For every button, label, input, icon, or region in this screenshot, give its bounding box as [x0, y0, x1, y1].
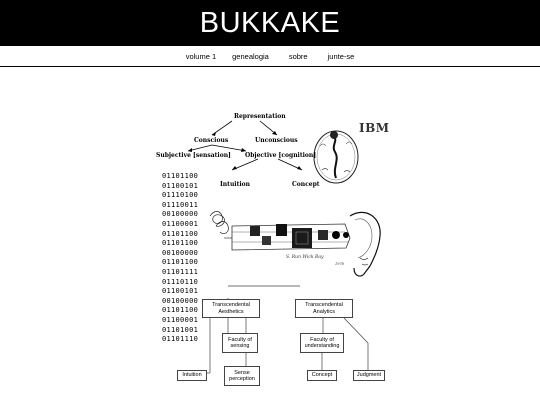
chart-box-intuition: Intuition	[177, 370, 207, 381]
binary-column: 01101100 01100101 01110100 01110011 0010…	[162, 172, 198, 345]
brain-circuit-illustration	[209, 211, 381, 277]
chart-box-faculty-of-sensing: Faculty of sensing	[222, 333, 258, 353]
nav-link-junte-se[interactable]: junte-se	[327, 51, 355, 61]
nav-link-genealogia[interactable]: genealogia	[232, 51, 269, 61]
ibm-logo: IBM	[359, 121, 390, 135]
tree-unconscious-label: Unconscious	[255, 137, 298, 144]
seal-emblem-icon	[313, 130, 359, 184]
tree-intuition-label: Intuition	[220, 181, 250, 188]
binary-line: 01100001	[162, 315, 199, 324]
site-header: BUKKAKE	[0, 0, 540, 46]
chart-box-faculty-of-understanding: Faculty of understanding	[300, 333, 344, 353]
binary-line: 01101100	[162, 229, 199, 238]
nav-link-volume-1[interactable]: volume 1	[185, 51, 217, 61]
nav-link-sobre[interactable]: sobre	[288, 51, 308, 61]
main-nav: volume 1 genealogia sobre junte-se	[0, 46, 540, 67]
binary-line: 01110110	[162, 277, 199, 286]
collage-figure: Representation Conscious Unconscious Sub…	[150, 108, 395, 405]
tree-concept-label: Concept	[292, 181, 320, 188]
chart-box-concept: Concept	[307, 370, 337, 381]
binary-line: 01100001	[162, 219, 199, 228]
binary-line: 01101100	[162, 306, 199, 315]
chart-box-transcendental-aesthetics: Transcendental Aesthetics	[202, 299, 260, 318]
binary-line: 01110100	[162, 191, 199, 200]
handwritten-note: 1978	[335, 262, 344, 266]
binary-line: 01101111	[162, 267, 199, 276]
tree-root-label: Representation	[234, 113, 286, 120]
binary-line: 01100101	[162, 181, 199, 190]
binary-line: 01110011	[162, 200, 199, 209]
tree-conscious-label: Conscious	[194, 137, 229, 144]
tree-subjective-label: Subjective [sensation]	[156, 152, 231, 159]
binary-line: 01101100	[162, 172, 199, 180]
chart-box-sense-perception: Sense perception	[224, 366, 260, 386]
binary-line: 00100000	[162, 210, 199, 219]
chart-box-transcendental-analytics: Transcendental Analytics	[295, 299, 353, 318]
handwritten-caption: S. Run Wick Bay	[286, 255, 324, 260]
binary-line: 01101100	[162, 239, 199, 248]
binary-line: 01101100	[162, 258, 199, 267]
binary-line: 00100000	[162, 248, 199, 257]
site-title[interactable]: BUKKAKE	[199, 7, 341, 39]
binary-line: 00100000	[162, 296, 199, 305]
tree-objective-label: Objective [cognition]	[245, 152, 317, 159]
binary-line: 01100101	[162, 287, 199, 296]
binary-line: 01101001	[162, 325, 199, 334]
chart-box-judgment: Judgment	[353, 370, 385, 381]
binary-line: 01101110	[162, 335, 199, 344]
